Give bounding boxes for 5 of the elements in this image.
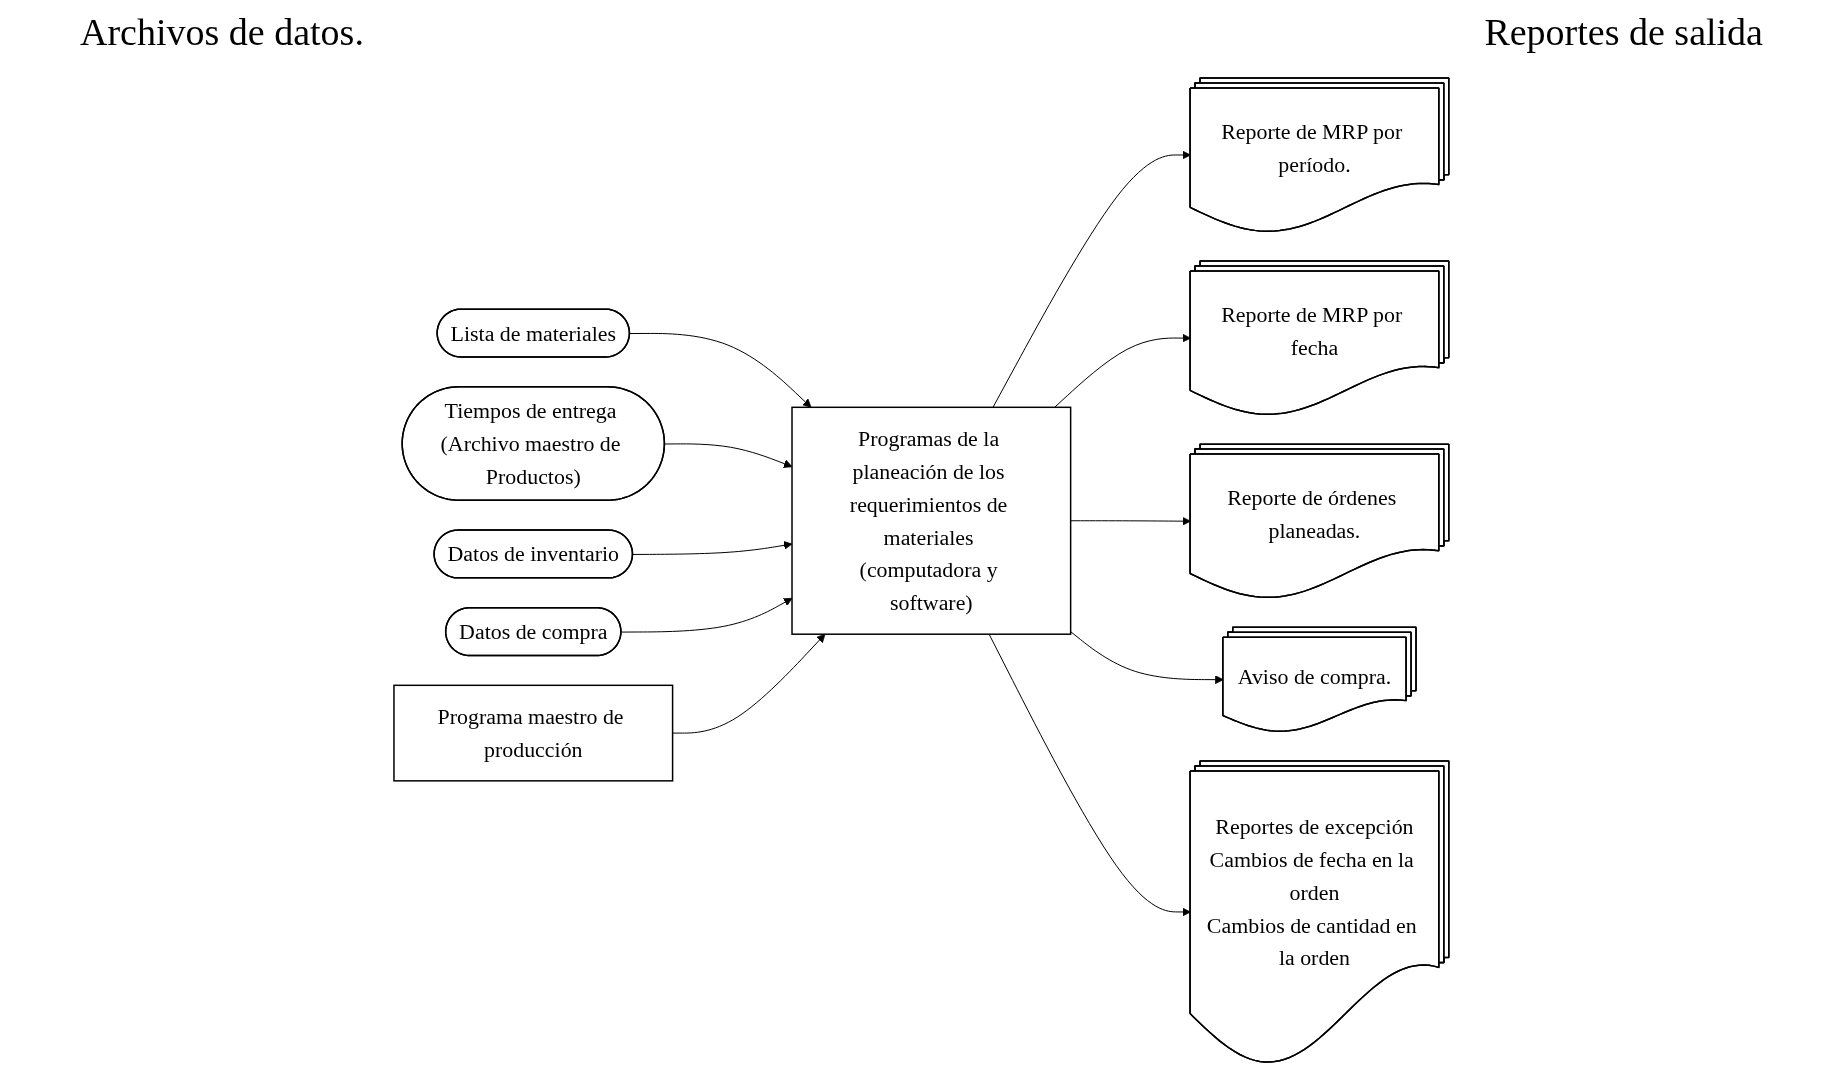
node-box: Programas de la planeación de los requerimientos de materiales (computadora y software) xyxy=(791,406,1072,635)
arrow xyxy=(672,633,826,734)
section-heading: Reportes de salida xyxy=(1484,10,1763,55)
node-box: Programa maestro de producción xyxy=(393,684,674,782)
section-heading: Archivos de datos. xyxy=(80,10,364,55)
